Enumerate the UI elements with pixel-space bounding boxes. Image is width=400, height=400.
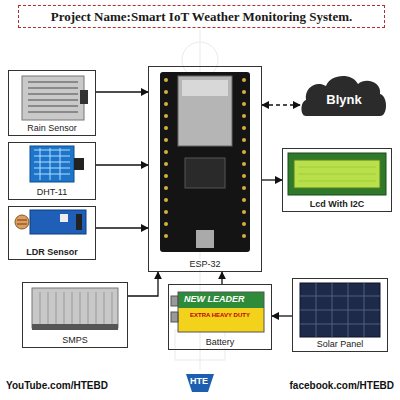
lcd-image [288,153,386,195]
footer-link: facebook.com/HTEBD [290,380,394,391]
footer-link: YouTube.com/HTEBD [6,380,108,391]
esp32-box: ESP-32 [148,66,262,272]
battery-image [171,292,264,332]
title: Project Name:Smart IoT Weather Monitorin… [51,9,353,25]
connector-arrow [96,227,148,228]
cloud-outline [302,76,387,116]
connector-arrow [221,272,222,284]
dht11-image [30,146,84,182]
node-label: SMPS [60,335,90,345]
battery-text: EXTRA HEAVY DUTY [190,312,250,318]
rain-sensor-box: Rain Sensor [8,70,96,136]
connector-arrow [272,315,292,316]
dht11-box: DHT-11 [8,142,96,200]
lcd-box: Lcd With I2C [282,148,392,212]
connector-arrow [262,104,300,105]
hte-logo [186,374,214,392]
battery-brand: NEW LEADER [184,294,245,304]
solar-panel-box: Solar Panel [292,278,388,352]
node-label: Lcd With I2C [308,199,366,209]
node-label: LDR Sensor [24,247,80,257]
node-label: DHT-11 [35,187,69,197]
rain-sensor-image [22,76,88,120]
connector-arrow [262,179,282,180]
connector-arrow [128,272,158,296]
smps-box: SMPS [22,282,128,348]
smps-image [32,288,118,330]
node-label: Rain Sensor [25,123,79,133]
esp32-board-image [160,72,250,252]
connector-arrow [96,91,148,92]
node-label: ESP-32 [187,259,222,269]
ldr-image [15,210,86,234]
logo-text: HTE [190,376,208,386]
connector-arrow [96,164,148,165]
title-frame: Project Name:Smart IoT Weather Monitorin… [18,5,385,28]
node-label: Solar Panel [315,339,366,349]
node-label: Battery [204,337,237,347]
node-label: Blynk [324,92,363,107]
ldr-box: LDR Sensor [8,206,96,260]
solar-panel-image [300,283,380,337]
cloud-node: Blynk [300,72,388,118]
